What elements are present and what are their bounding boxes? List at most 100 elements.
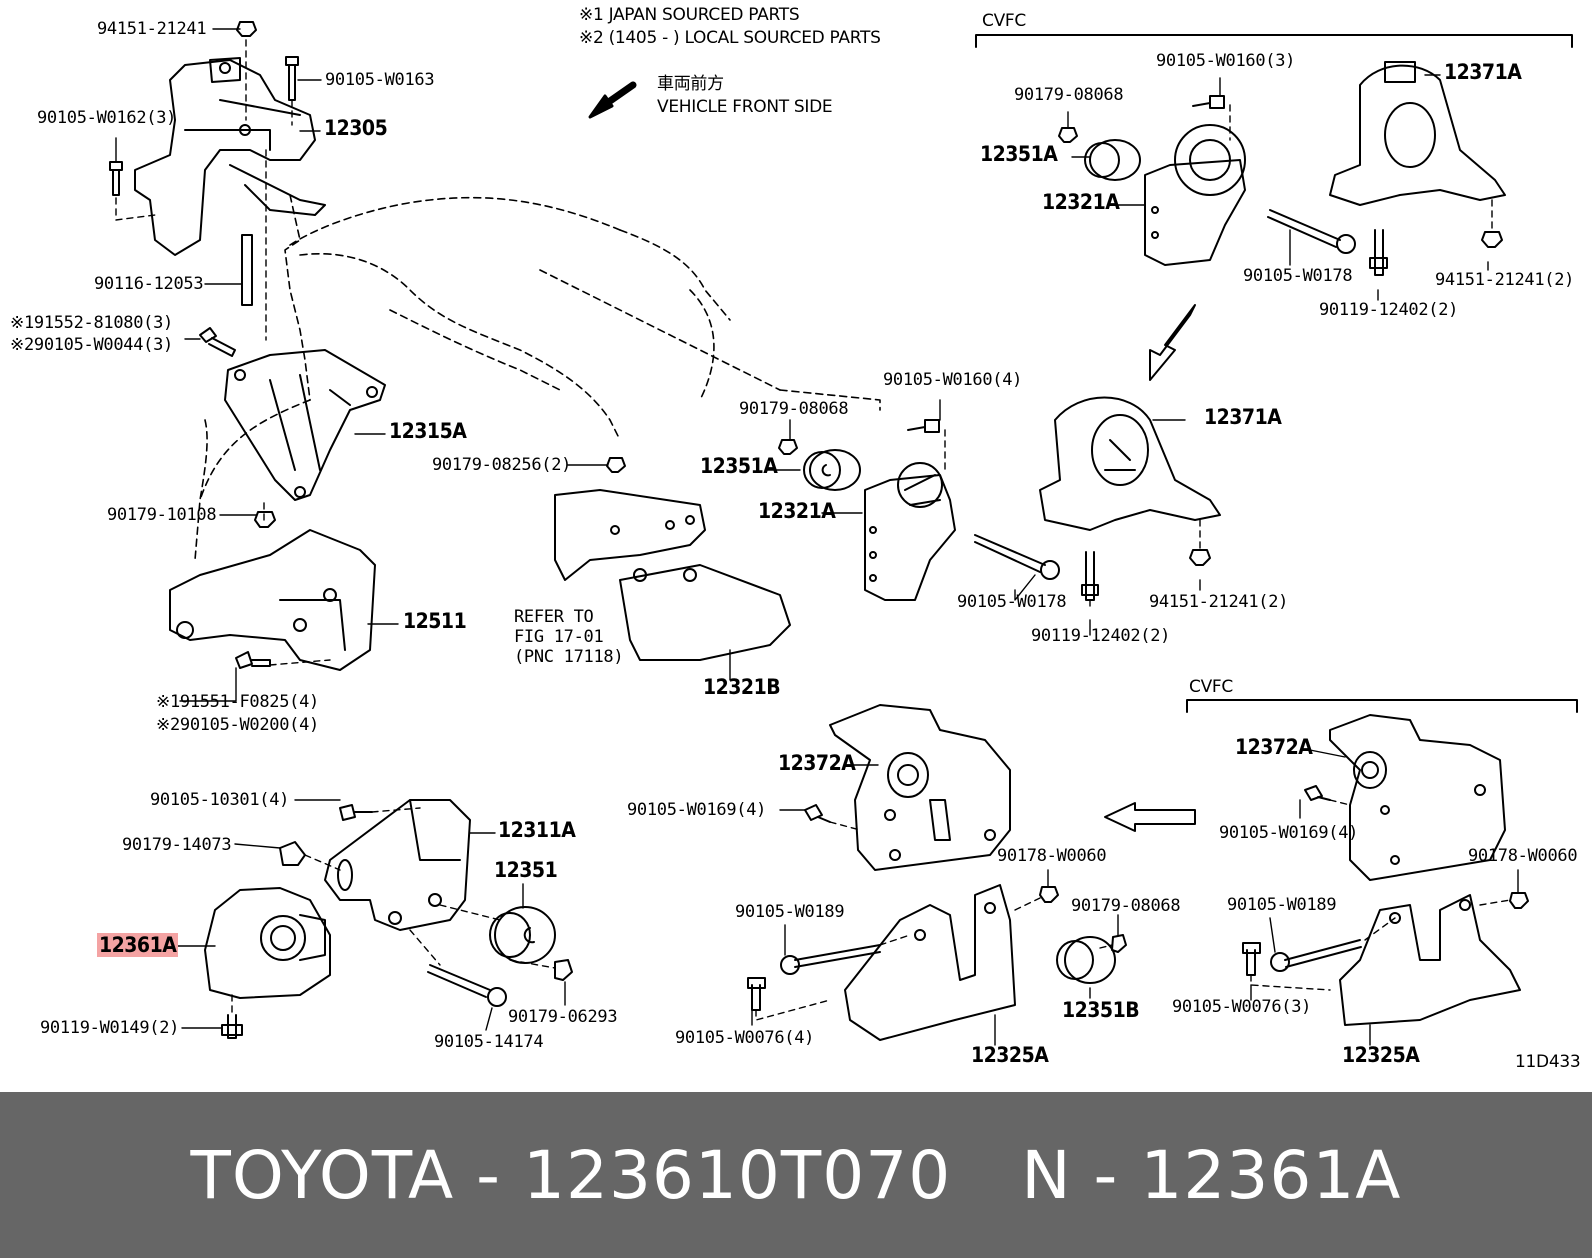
label-90179-08068-mid[interactable]: 90179-08068 [739,399,849,419]
label-94151-21241-mid[interactable]: 94151-21241(2) [1149,592,1289,612]
label-90116-12053[interactable]: 90116-12053 [94,274,204,294]
label-12351[interactable]: 12351 [494,858,558,882]
cvfc-bottom-label: CVFC [1189,677,1233,697]
stud-90116-12053-icon [241,234,253,306]
label-90105-w0160-mid[interactable]: 90105-W0160(4) [883,370,1023,390]
label-90105-w0189-right[interactable]: 90105-W0189 [1227,895,1337,915]
bolt-90105-w0163-icon [285,56,299,101]
part-12315a [224,349,386,501]
nut-90179-08068-top-icon [1058,127,1078,143]
label-90178-w0060-right[interactable]: 90178-W0060 [1468,846,1578,866]
part-12372a-mid [829,704,1011,871]
label-90179-08068-bot[interactable]: 90179-08068 [1071,896,1181,916]
cvfc-top-bracket [975,34,1573,48]
label-90105-w0076-mid[interactable]: 90105-W0076(4) [675,1028,815,1048]
label-12305[interactable]: 12305 [324,116,388,140]
label-12351a-mid[interactable]: 12351A [700,454,778,478]
nut-90179-08068-bot-icon [1111,934,1127,953]
label-90105-w0178-top[interactable]: 90105-W0178 [1243,266,1353,286]
label-90178-w0060-mid[interactable]: 90178-W0060 [997,846,1107,866]
label-90105-w0200[interactable]: ※290105-W0200(4) [156,715,319,735]
leader-dashes-left-mid [263,502,331,666]
cvfc-bottom-bracket [1186,699,1578,713]
label-91551-f0825[interactable]: ※191551-F0825(4) [156,692,319,712]
note-local-sourced: ※2 (1405 - ) LOCAL SOURCED PARTS [579,28,881,48]
cvfc-top-label: CVFC [982,11,1026,31]
label-90105-w0160-top[interactable]: 90105-W0160(3) [1156,51,1296,71]
label-90105-w0189-mid[interactable]: 90105-W0189 [735,902,845,922]
bolt-90105-w0189-mid-icon [780,944,881,975]
leader-dashes-left-bottom [231,807,556,1016]
label-12371a-mid[interactable]: 12371A [1204,405,1282,429]
figure-id: 11D433 [1515,1052,1581,1072]
label-94151-21241-top[interactable]: 94151-21241(2) [1435,270,1575,290]
bolt-91552-81080-icon [199,327,236,357]
label-90119-12402-top[interactable]: 90119-12402(2) [1319,300,1459,320]
bolt-90105-w0160-mid-icon [907,419,940,433]
label-12325a-right[interactable]: 12325A [1342,1043,1420,1067]
part-12325a-right [1339,894,1521,1026]
part-12351 [489,906,556,964]
bolt-90105-w0169-right-icon [1304,785,1331,801]
label-90105-w0076-right[interactable]: 90105-W0076(3) [1172,997,1312,1017]
nut-90178-w0060-right-icon [1509,892,1529,909]
label-94151-21241[interactable]: 94151-21241 [97,19,207,39]
label-90179-06293[interactable]: 90179-06293 [508,1007,618,1027]
bolt-90105-10301-icon [339,804,373,821]
nut-90179-14073-icon [279,841,306,866]
nut-90178-w0060-mid-icon [1039,886,1059,903]
footer-banner: TOYOTA - 123610T070 N - 12361A [0,1092,1592,1258]
label-12321b[interactable]: 12321B [703,675,781,699]
label-90105-10301[interactable]: 90105-10301(4) [150,790,290,810]
part-12321a-mid [864,462,956,601]
label-90105-w0163[interactable]: 90105-W0163 [325,70,435,90]
front-side-jp: 車両前方 [657,74,724,94]
label-90179-10108[interactable]: 90179-10108 [107,505,217,525]
label-12351a-top[interactable]: 12351A [980,142,1058,166]
bolt-90119-12402-top-icon [1369,229,1388,276]
label-12321a-mid[interactable]: 12321A [758,499,836,523]
label-90119-w0149[interactable]: 90119-W0149(2) [40,1018,180,1038]
label-12325a-mid[interactable]: 12325A [971,1043,1049,1067]
bolt-90105-w0178-mid-icon [974,534,1060,580]
label-90105-w0162[interactable]: 90105-W0162(3) [37,108,177,128]
label-90105-w0178-mid[interactable]: 90105-W0178 [957,592,1067,612]
nut-90179-06293-icon [554,959,573,981]
hollow-arrow-down-icon [1149,304,1196,381]
bolt-90119-12402-mid-icon [1081,551,1099,601]
label-90105-w0169-mid[interactable]: 90105-W0169(4) [627,800,767,820]
label-91552-81080[interactable]: ※191552-81080(3) [10,313,173,333]
part-12371a-mid [1039,396,1221,531]
bolt-90105-w0076-mid-icon [747,977,766,1011]
note-japan-sourced: ※1 JAPAN SOURCED PARTS [579,5,800,25]
bolt-90105-w0076-right-icon [1242,942,1261,976]
label-90179-08256[interactable]: 90179-08256(2) [432,455,572,475]
label-90105-w0044[interactable]: ※290105-W0044(3) [10,335,173,355]
label-90105-14174[interactable]: 90105-14174 [434,1032,544,1052]
part-12361a [204,887,331,999]
label-12361a[interactable]: 12361A [97,933,179,957]
parts-diagram: ※1 JAPAN SOURCED PARTS ※2 (1405 - ) LOCA… [10,5,1581,1072]
label-12361a-text: 12361A [97,933,179,957]
part-12371a-top [1329,61,1506,206]
engine-outline [194,194,881,561]
label-90105-w0169-right[interactable]: 90105-W0169(4) [1219,823,1359,843]
nut-94151-21241-mid-icon [1189,549,1211,566]
bolt-90105-14174-icon [427,964,507,1007]
label-12372a-right[interactable]: 12372A [1235,735,1313,759]
footer-pnc: N - 12361A [1021,1136,1402,1214]
label-90119-12402-mid[interactable]: 90119-12402(2) [1031,626,1171,646]
label-12371a-top[interactable]: 12371A [1444,60,1522,84]
footer-part-number: TOYOTA - 123610T070 [190,1136,952,1214]
label-12511[interactable]: 12511 [403,609,467,633]
part-12351b [1056,936,1116,984]
label-90179-14073[interactable]: 90179-14073 [122,835,232,855]
label-90179-08068-top[interactable]: 90179-08068 [1014,85,1124,105]
label-12311a[interactable]: 12311A [498,818,576,842]
label-12315a[interactable]: 12315A [389,419,467,443]
label-12372a-mid[interactable]: 12372A [778,751,856,775]
label-12351b[interactable]: 12351B [1062,998,1140,1022]
part-12311a [324,799,471,931]
hollow-arrow-left-icon [1104,802,1196,832]
label-12321a-top[interactable]: 12321A [1042,190,1120,214]
